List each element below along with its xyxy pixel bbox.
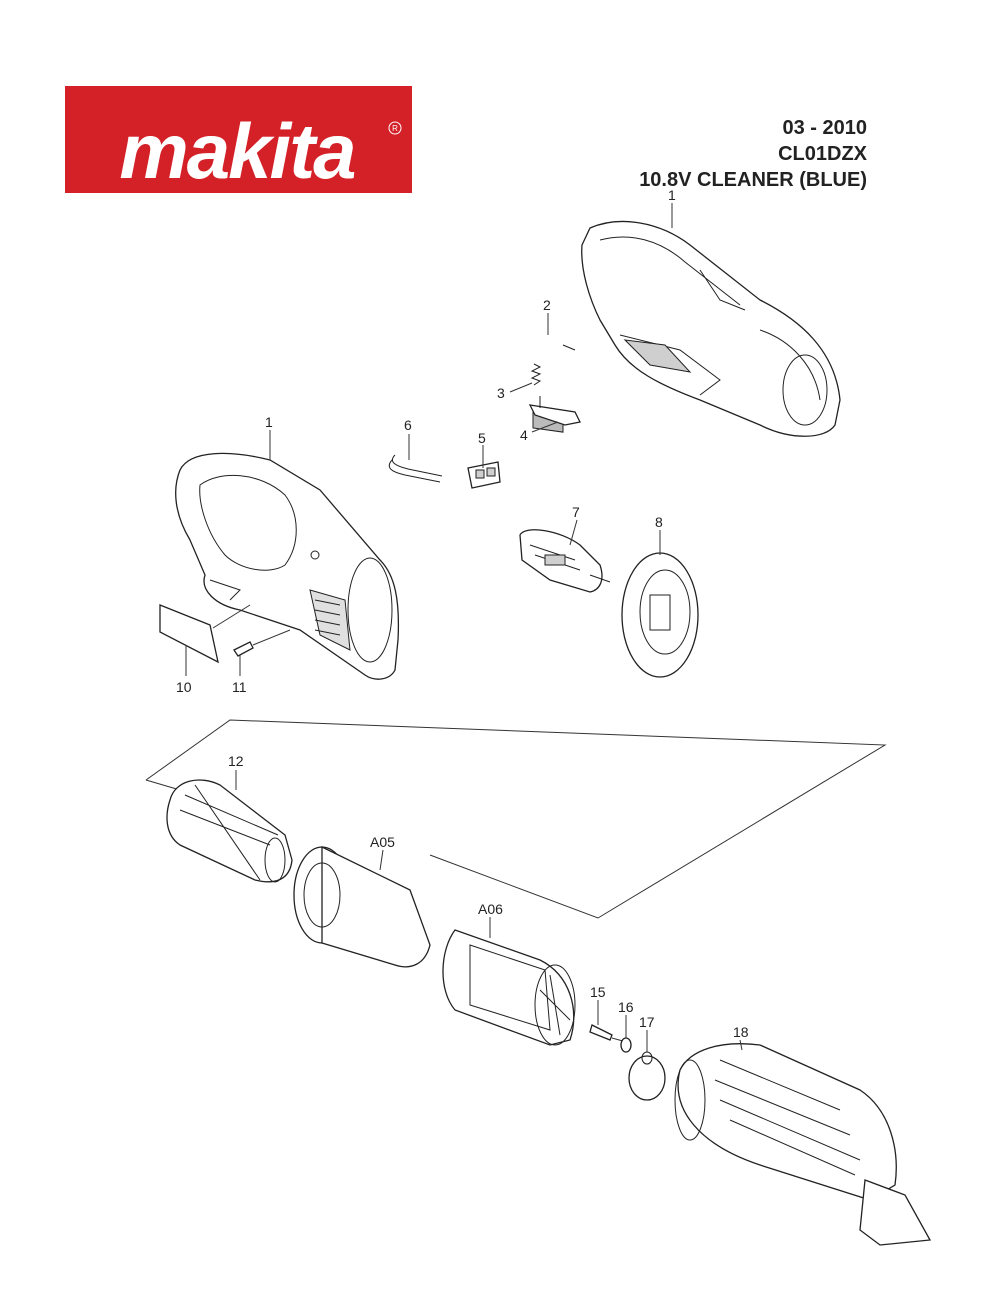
part-label: 16 xyxy=(618,999,634,1015)
part-housing-right xyxy=(581,220,841,437)
part-label: 7 xyxy=(572,504,580,520)
part-housing-left xyxy=(175,452,400,680)
part-label: 3 xyxy=(497,385,505,401)
product-description: 10.8V CLEANER (BLUE) xyxy=(639,169,867,191)
part-label: 4 xyxy=(520,427,528,443)
logo-wordmark: makita xyxy=(119,107,355,193)
part-wire-clip xyxy=(388,454,443,483)
part-label: 2 xyxy=(543,297,551,313)
part-label: 5 xyxy=(478,430,486,446)
part-terminal xyxy=(467,461,501,489)
part-spring xyxy=(530,363,542,386)
part-washer xyxy=(620,1037,632,1053)
part-label: A06 xyxy=(478,901,503,917)
part-filter-cage xyxy=(166,779,293,883)
part-cylinder-filter xyxy=(442,929,576,1046)
part-label: 15 xyxy=(590,984,606,1000)
part-label: 11 xyxy=(232,679,247,695)
part-labels: 1 2 3 4 5 6 1 7 8 10 11 12 A05 A06 15 16… xyxy=(176,187,749,1040)
part-label: 8 xyxy=(655,514,663,530)
part-label: 12 xyxy=(228,753,244,769)
part-nozzle xyxy=(674,1043,932,1246)
document-header: 03 - 2010 CL01DZX 10.8V CLEANER (BLUE) xyxy=(639,115,867,193)
part-label: 1 xyxy=(668,187,676,203)
part-label: A05 xyxy=(370,834,395,850)
leader-lines xyxy=(185,203,743,1052)
document-date: 03 - 2010 xyxy=(782,117,867,139)
assembly-frame xyxy=(145,719,887,919)
makita-logo: makita R xyxy=(65,86,412,193)
part-motor xyxy=(519,529,611,593)
logo-background xyxy=(65,86,412,193)
registered-icon xyxy=(388,121,402,135)
part-label-sticker xyxy=(159,604,251,664)
part-label: 10 xyxy=(176,679,192,695)
part-label: 6 xyxy=(404,417,412,433)
part-label: 18 xyxy=(733,1024,749,1040)
part-switch-lever xyxy=(528,396,581,426)
part-cone-filter xyxy=(293,845,431,968)
part-fan xyxy=(621,552,699,678)
model-number: CL01DZX xyxy=(778,143,867,165)
part-valve xyxy=(628,1051,666,1101)
part-screw-11 xyxy=(233,629,291,657)
part-label: 1 xyxy=(265,414,273,430)
part-label: 17 xyxy=(639,1014,655,1030)
registered-mark: R xyxy=(392,124,398,133)
